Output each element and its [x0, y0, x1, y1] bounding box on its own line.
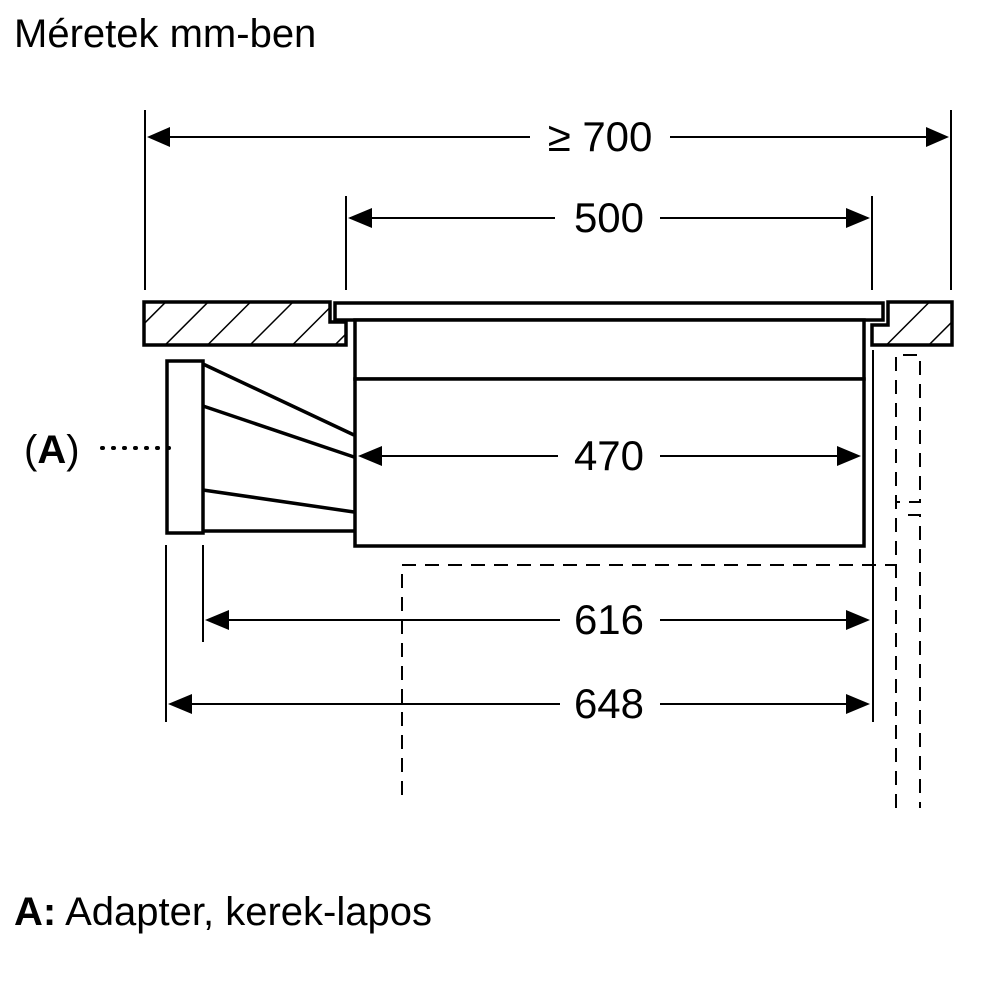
cooktop-upper-body	[353, 318, 866, 381]
dimension-616: 616	[205, 596, 870, 643]
cooktop-lower-body	[353, 377, 866, 548]
dimension-470: 470	[358, 432, 861, 479]
svg-text:500: 500	[574, 194, 644, 241]
dimension-500: 500	[348, 194, 870, 241]
legend: A: Adapter, kerek-lapos	[14, 888, 432, 936]
legend-text: Adapter, kerek-lapos	[56, 890, 432, 934]
callout-label: (A)	[24, 428, 80, 472]
adapter-round-flat	[165, 359, 355, 535]
dimension-648: 648	[168, 680, 870, 727]
worktop-left	[142, 300, 348, 347]
svg-text:≥ 700: ≥ 700	[548, 113, 653, 160]
cooktop-glass-plate	[333, 301, 885, 322]
dimension-700: ≥ 700	[147, 113, 949, 160]
cabinet-outline-dashed	[401, 354, 921, 808]
svg-text:616: 616	[574, 596, 644, 643]
diagram-title: Méretek mm-ben	[14, 12, 317, 56]
legend-key: A:	[14, 890, 57, 934]
svg-text:470: 470	[574, 432, 644, 479]
svg-text:648: 648	[574, 680, 644, 727]
worktop-right	[870, 300, 954, 347]
